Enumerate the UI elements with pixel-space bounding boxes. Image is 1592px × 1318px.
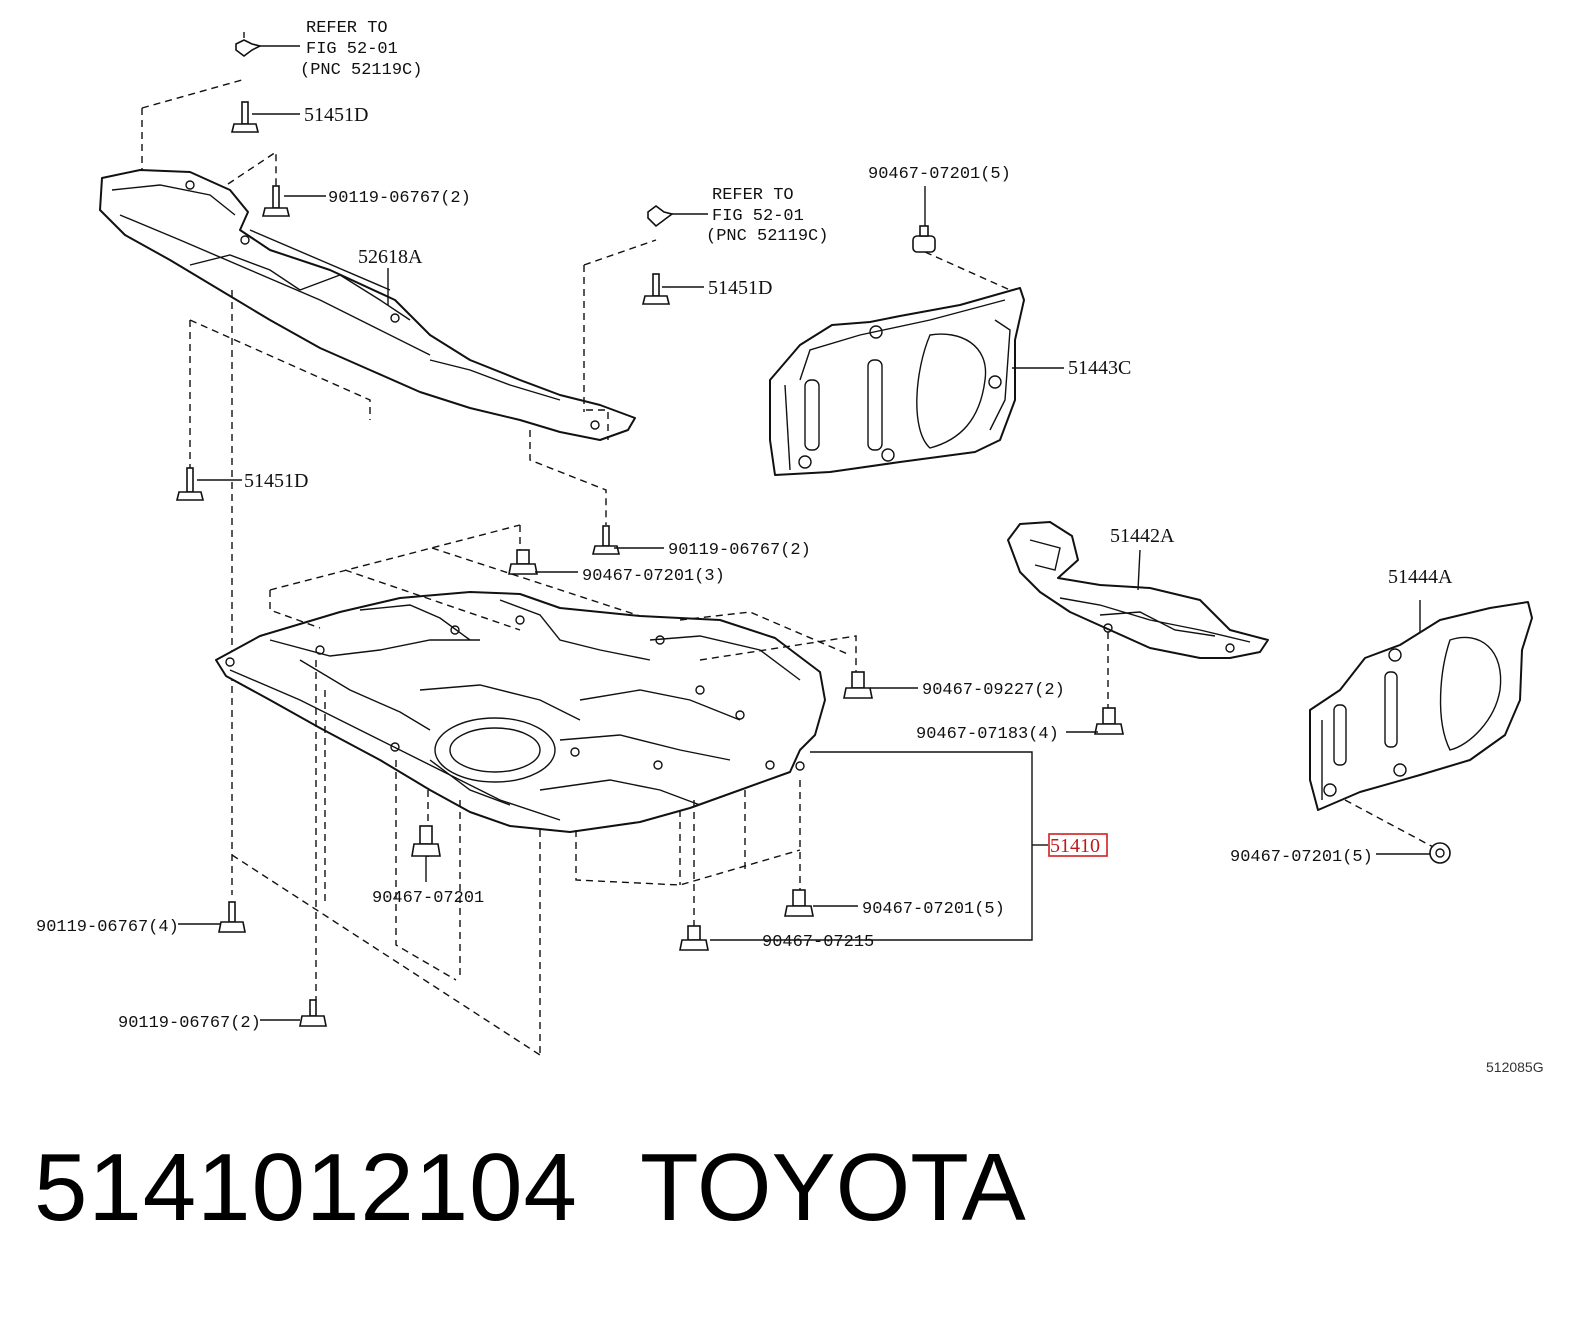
label-51444a: 51444A xyxy=(1388,566,1453,588)
refer-note-top-left: REFER TO FIG 52-01 (PNC 52119C) xyxy=(300,19,422,80)
fastener-nut-top-right xyxy=(912,225,936,253)
fastener-clip-top-left xyxy=(235,32,263,57)
brand-caption: TOYOTA xyxy=(640,1134,1026,1241)
label-90467-bottom: 90467-07201 xyxy=(372,889,484,908)
label-90119-bottom2: 90119-06767(2) xyxy=(118,1014,261,1033)
label-51410: 51410 xyxy=(1050,835,1100,857)
fastener-clip-3 xyxy=(508,549,538,575)
label-51451d-top: 51451D xyxy=(304,104,368,126)
fastener-bolt-51451d-mid xyxy=(641,273,671,305)
part-number-caption: 5141012104 xyxy=(34,1134,578,1241)
fastener-bolt-51451d-left xyxy=(175,467,205,501)
fastener-clip-07183 xyxy=(1094,707,1124,735)
fastener-clip-07201-5 xyxy=(784,889,814,917)
fastener-bolt-90119-4 xyxy=(218,901,246,933)
label-52618a: 52618A xyxy=(358,246,423,268)
fastener-clip-bottom-center xyxy=(411,825,441,857)
fastener-clip-center-refer xyxy=(647,205,674,228)
label-90467-5: 90467-07201(5) xyxy=(862,900,1005,919)
front-lower-cover-part xyxy=(99,169,636,441)
fastener-bolt-90119-top xyxy=(261,185,291,217)
fastener-bolt-90119-bottom xyxy=(299,999,327,1027)
fastener-bolt-90119-mid xyxy=(591,525,621,555)
refer-line-1: REFER TO xyxy=(306,19,388,38)
label-90467-3: 90467-07201(3) xyxy=(582,567,725,586)
fastener-bolt-51451d-top xyxy=(230,101,260,133)
fastener-nut-right xyxy=(1429,842,1451,864)
refer-line-2: FIG 52-01 xyxy=(712,207,804,226)
highlighted-part-callout: 51410 xyxy=(1048,833,1108,857)
label-51443c: 51443C xyxy=(1068,357,1131,379)
rear-side-cover-part xyxy=(769,287,1025,476)
label-90119-mid: 90119-06767(2) xyxy=(668,541,811,560)
label-51451d-left: 51451D xyxy=(244,470,308,492)
label-90119-left4: 90119-06767(4) xyxy=(36,918,179,937)
parts-diagram: REFER TO FIG 52-01 (PNC 52119C) REFER TO… xyxy=(36,19,1544,1075)
engine-under-cover-part xyxy=(215,591,826,833)
label-51451d-mid: 51451D xyxy=(708,277,772,299)
label-90467-07215: 90467-07215 xyxy=(762,933,874,952)
figure-code: 512085G xyxy=(1486,1059,1544,1075)
label-90467-top-right: 90467-07201(5) xyxy=(868,165,1011,184)
refer-line-3: (PNC 52119C) xyxy=(300,61,422,80)
refer-line-1: REFER TO xyxy=(712,186,794,205)
label-90467-07183: 90467-07183(4) xyxy=(916,725,1059,744)
label-90467-09227: 90467-09227(2) xyxy=(922,681,1065,700)
refer-line-2: FIG 52-01 xyxy=(306,40,398,59)
side-cover-part-51444a xyxy=(1309,601,1533,811)
label-90467-right: 90467-07201(5) xyxy=(1230,848,1373,867)
fastener-clip-09227 xyxy=(843,671,873,699)
label-90119-top: 90119-06767(2) xyxy=(328,189,471,208)
label-51442a: 51442A xyxy=(1110,525,1175,547)
fastener-clip-07215 xyxy=(679,925,709,951)
refer-note-center: REFER TO FIG 52-01 (PNC 52119C) xyxy=(706,186,828,246)
refer-line-3: (PNC 52119C) xyxy=(706,227,828,246)
